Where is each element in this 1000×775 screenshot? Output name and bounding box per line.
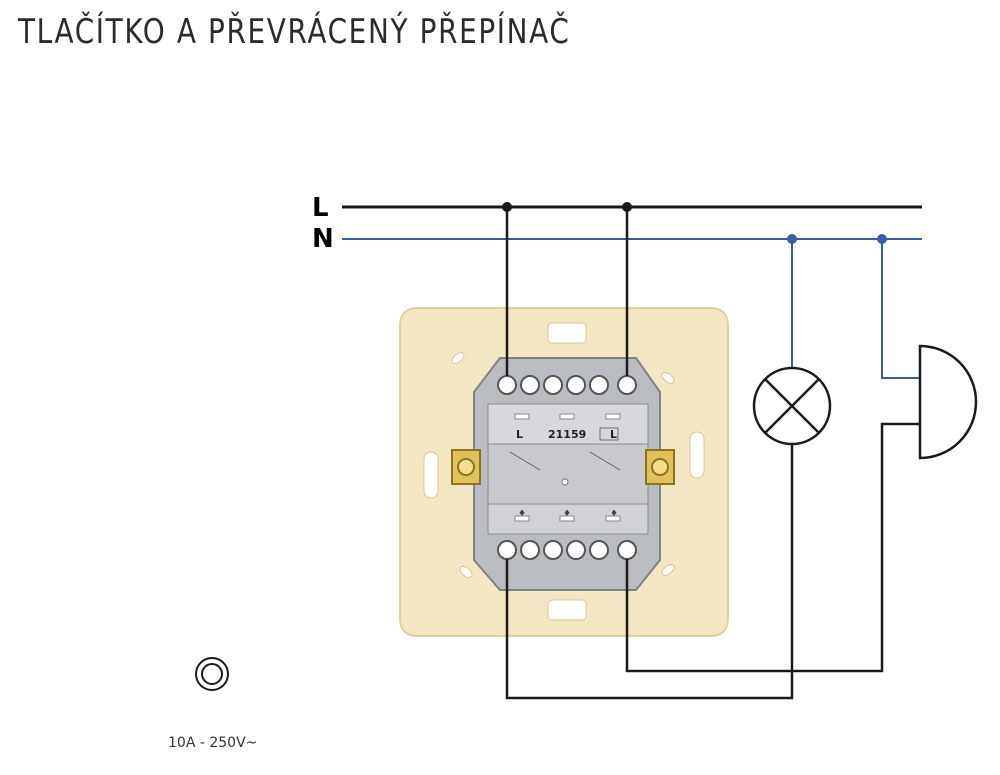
bell-icon — [918, 344, 978, 460]
terminal-left-label: L — [516, 428, 523, 441]
model-number: 21159 — [548, 428, 586, 441]
terminal-right-label: L — [610, 428, 617, 441]
junction-dot — [787, 234, 797, 244]
svg-text:♦: ♦ — [610, 509, 618, 519]
neutral-label: N — [312, 224, 334, 254]
top-terminals — [497, 375, 637, 395]
left-mounting-screw — [451, 449, 481, 485]
neutral-wires — [791, 239, 920, 379]
junction-dot — [502, 202, 512, 212]
junction-dot — [622, 202, 632, 212]
page-title: TLAČÍTKO A PŘEVRÁCENÝ PŘEPÍNAČ — [18, 12, 571, 52]
return-wires — [505, 422, 920, 700]
svg-text:♦: ♦ — [563, 509, 571, 519]
phase-label: L — [312, 193, 329, 223]
svg-text:♦: ♦ — [518, 509, 526, 519]
rating-text: 10A - 250V~ — [168, 735, 258, 751]
switch-module: L 21159 L ♦ ♦ ♦ — [451, 357, 675, 591]
lamp-icon — [752, 366, 832, 446]
bottom-terminals — [497, 540, 637, 560]
right-mounting-screw — [645, 449, 675, 485]
phase-wires — [505, 207, 629, 376]
double-circle-icon — [195, 657, 229, 691]
junction-dot — [877, 234, 887, 244]
